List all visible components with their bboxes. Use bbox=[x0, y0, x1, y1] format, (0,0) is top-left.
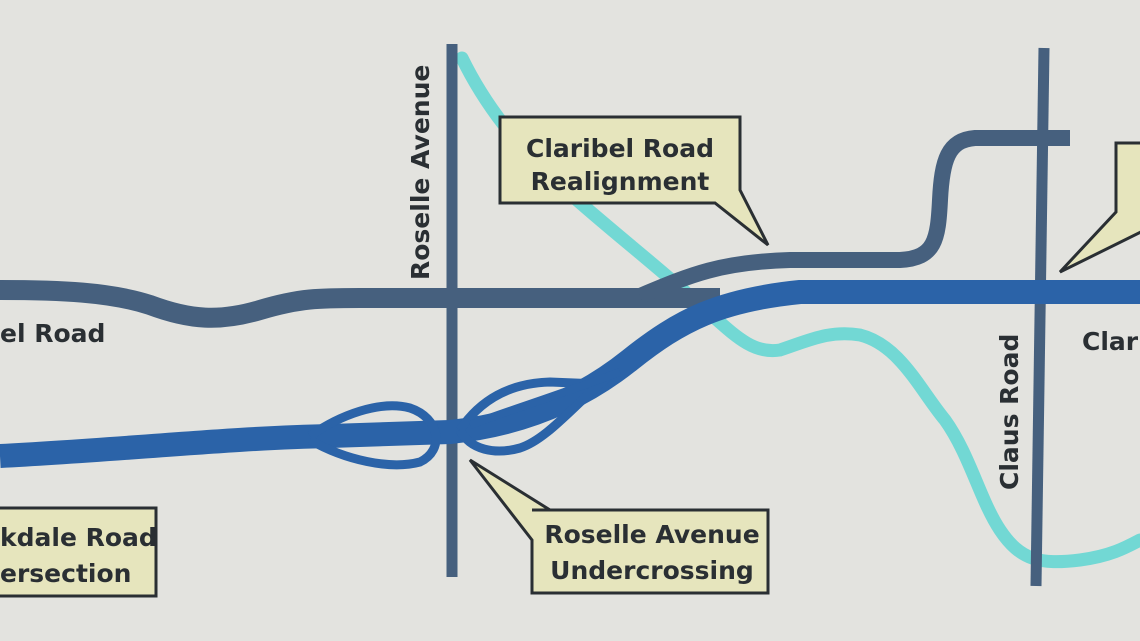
callout-oakdale-intersection: kdale Road ersection bbox=[0, 506, 158, 598]
claribel-road-label: el Road bbox=[0, 319, 105, 348]
callout-roselle-undercrossing: Roselle Avenue Undercrossing bbox=[468, 458, 770, 595]
callout-line: ersection bbox=[0, 559, 131, 588]
callout-line: Realignment bbox=[531, 167, 710, 196]
highway bbox=[0, 280, 1140, 468]
callout-line: Undercrossing bbox=[550, 556, 754, 585]
claus-road bbox=[1030, 47, 1050, 587]
claus-road-label: Claus Road bbox=[995, 334, 1024, 490]
interchange-ramp bbox=[455, 377, 612, 456]
interchange-ramp bbox=[468, 368, 622, 429]
callout-partial-right bbox=[1058, 141, 1140, 274]
callout-claribel-realignment: Claribel Road Realignment bbox=[498, 115, 770, 247]
callout-line: Roselle Avenue bbox=[544, 520, 759, 549]
callout-line: kdale Road bbox=[0, 523, 157, 552]
callout-line: Claribel Road bbox=[526, 134, 714, 163]
roselle-avenue-label: Roselle Avenue bbox=[406, 65, 435, 280]
claribel-road bbox=[0, 280, 720, 328]
interchange-ramp bbox=[307, 401, 441, 470]
claribel-road-label-right: Clar bbox=[1082, 327, 1139, 356]
claribel-road-realignment bbox=[636, 130, 1070, 304]
